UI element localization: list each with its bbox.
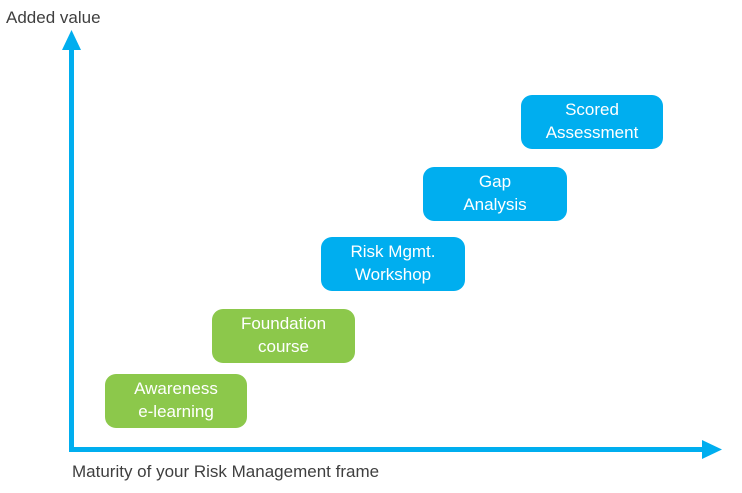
step-label-line-1: Gap <box>478 172 512 192</box>
step-label-line-1: Scored <box>565 100 619 120</box>
step-label-line-1: Risk Mgmt. <box>350 242 436 262</box>
step-box-foundation-course[interactable]: Foundation course <box>212 309 355 363</box>
x-axis-label: Maturity of your Risk Management frame <box>72 462 380 481</box>
y-axis-label: Added value <box>6 8 101 27</box>
step-box-awareness-e-learning[interactable]: Awareness e-learning <box>105 374 247 428</box>
y-axis-line <box>69 44 74 452</box>
step-label-line-2: e-learning <box>138 402 214 421</box>
x-axis-arrow-right-icon <box>702 440 722 459</box>
step-label-line-2: Analysis <box>463 195 527 214</box>
step-label-line-2: Assessment <box>545 123 639 142</box>
step-label-line-1: Foundation <box>240 314 327 334</box>
step-label-line-1: Awareness <box>134 379 218 399</box>
y-axis-arrow-up-icon <box>62 30 81 50</box>
x-axis-line <box>69 447 706 452</box>
step-box-scored-assessment[interactable]: Scored Assessment <box>521 95 663 149</box>
step-box-gap-analysis[interactable]: Gap Analysis <box>423 167 567 221</box>
step-label-line-2: course <box>257 337 310 356</box>
step-label-line-2: Workshop <box>354 265 432 284</box>
step-box-risk-mgmt-workshop[interactable]: Risk Mgmt. Workshop <box>321 237 465 291</box>
